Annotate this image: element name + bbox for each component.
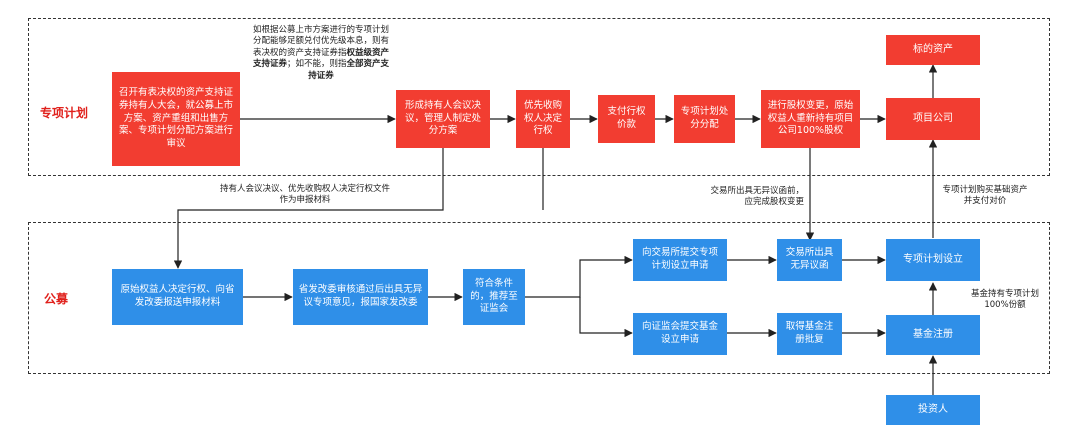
public-fund-label: 公募 bbox=[44, 292, 69, 306]
target-asset-node: 标的资产 bbox=[886, 35, 980, 65]
voting-rule-bold-2: 全部资产支持证券 bbox=[308, 59, 390, 81]
fund-approval-node: 取得基金注册批复 bbox=[777, 313, 842, 355]
plan-distribution-node: 专项计划处分分配 bbox=[674, 95, 735, 143]
equity-before-letter-text: 交易所出具无异议函前，应完成股权变更 bbox=[710, 186, 804, 208]
voting-rule-text-1: 如根据公募上市方案进行的专项计划分配能够足额兑付优先级本息，则有表决权的资产支持… bbox=[252, 25, 389, 58]
fund-holding-text: 基金持有专项计划100%份额 bbox=[970, 289, 1039, 311]
application-materials-note: 持有人会议决议、优先收购权人决定行权文件作为申报材料 bbox=[218, 184, 392, 207]
qualified-recommend-node: 符合条件的，推荐至证监会 bbox=[463, 269, 525, 325]
pay-price-node: 支付行权价款 bbox=[598, 95, 655, 143]
purchase-assets-text: 专项计划购买基础资产并支付对价 bbox=[942, 185, 1028, 207]
special-plan-zone bbox=[28, 18, 1050, 176]
voting-rule-bold-1: 权益级资产支持证券 bbox=[252, 47, 390, 70]
public-fund-zone bbox=[28, 222, 1050, 374]
voting-rule-note: 如根据公募上市方案进行的专项计划分配能够足额兑付优先级本息，则有表决权的资产支持… bbox=[252, 25, 390, 82]
csrc-application-node: 向证监会提交基金设立申请 bbox=[633, 313, 727, 355]
equity-before-letter-note: 交易所出具无异议函前，应完成股权变更 bbox=[706, 186, 804, 209]
provincial-review-node: 省发改委审核通过后出具无异议专项意见，报国家发改委 bbox=[293, 269, 428, 325]
resolution-node: 形成持有人会议决议，管理人制定处分方案 bbox=[396, 90, 490, 148]
holders-meeting-node: 召开有表决权的资产支持证券持有人大会，就公募上市方案、资产重组和出售方案、专项计… bbox=[112, 72, 240, 166]
voting-rule-text-2: ；如不能，则指 bbox=[286, 59, 347, 70]
plan-setup-node: 专项计划设立 bbox=[886, 239, 980, 281]
fund-holding-note: 基金持有专项计划100%份额 bbox=[960, 289, 1050, 312]
special-plan-label: 专项计划 bbox=[40, 106, 89, 120]
apply-node: 原始权益人决定行权、向省发改委报送申报材料 bbox=[112, 269, 243, 325]
fund-registration-node: 基金注册 bbox=[886, 315, 980, 355]
project-company-node: 项目公司 bbox=[886, 98, 980, 140]
application-materials-text: 持有人会议决议、优先收购权人决定行权文件作为申报材料 bbox=[219, 184, 390, 206]
exchange-application-node: 向交易所提交专项计划设立申请 bbox=[633, 239, 727, 281]
equity-change-node: 进行股权变更，原始权益人重新持有项目公司100%股权 bbox=[761, 90, 860, 148]
preemptive-right-node: 优先收购权人决定行权 bbox=[516, 90, 570, 148]
investor-node: 投资人 bbox=[886, 395, 980, 425]
no-objection-letter-node: 交易所出具无异议函 bbox=[777, 239, 842, 281]
purchase-assets-note: 专项计划购买基础资产并支付对价 bbox=[941, 185, 1029, 208]
